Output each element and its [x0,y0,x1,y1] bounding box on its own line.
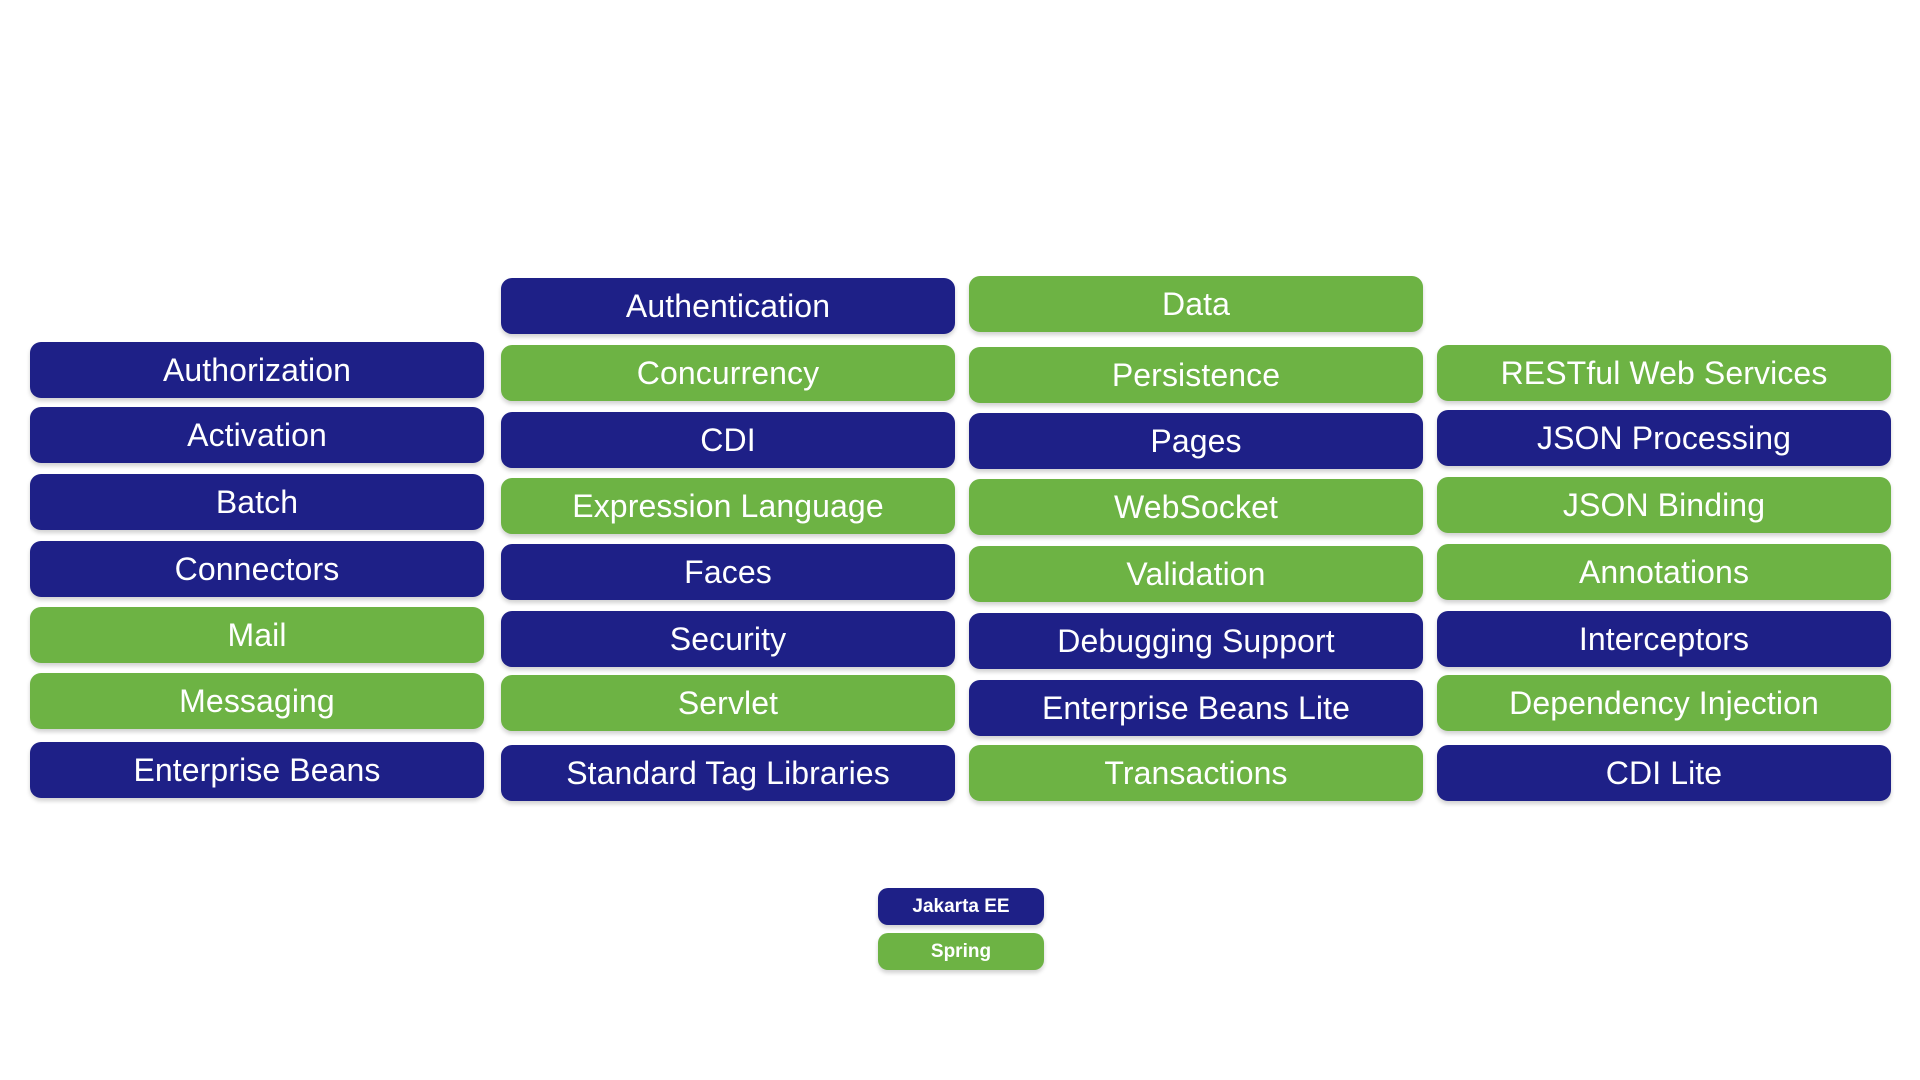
spec-pill-validation: Validation [969,546,1423,602]
spec-pill-debugging-support: Debugging Support [969,613,1423,669]
spec-pill-activation: Activation [30,407,484,463]
spec-pill-data: Data [969,276,1423,332]
spec-pill-restful-web-services: RESTful Web Services [1437,345,1891,401]
spec-pill-interceptors: Interceptors [1437,611,1891,667]
spec-pill-batch: Batch [30,474,484,530]
spec-pill-messaging: Messaging [30,673,484,729]
spec-pill-mail: Mail [30,607,484,663]
spec-pill-servlet: Servlet [501,675,955,731]
spec-pill-expression-language: Expression Language [501,478,955,534]
spec-pill-dependency-injection: Dependency Injection [1437,675,1891,731]
spec-pill-standard-tag-libraries: Standard Tag Libraries [501,745,955,801]
spec-pill-pages: Pages [969,413,1423,469]
legend-jakarta-ee: Jakarta EE [878,888,1044,925]
spec-pill-persistence: Persistence [969,347,1423,403]
spec-pill-annotations: Annotations [1437,544,1891,600]
spec-pill-enterprise-beans-lite: Enterprise Beans Lite [969,680,1423,736]
spec-pill-enterprise-beans: Enterprise Beans [30,742,484,798]
spec-pill-authentication: Authentication [501,278,955,334]
spec-pill-transactions: Transactions [969,745,1423,801]
spec-pill-concurrency: Concurrency [501,345,955,401]
spec-pill-faces: Faces [501,544,955,600]
spec-pill-cdi-lite: CDI Lite [1437,745,1891,801]
spec-pill-connectors: Connectors [30,541,484,597]
spec-pill-json-binding: JSON Binding [1437,477,1891,533]
spec-pill-json-processing: JSON Processing [1437,410,1891,466]
spec-pill-websocket: WebSocket [969,479,1423,535]
legend-spring: Spring [878,933,1044,970]
spec-pill-cdi: CDI [501,412,955,468]
spec-pill-security: Security [501,611,955,667]
spec-pill-authorization: Authorization [30,342,484,398]
